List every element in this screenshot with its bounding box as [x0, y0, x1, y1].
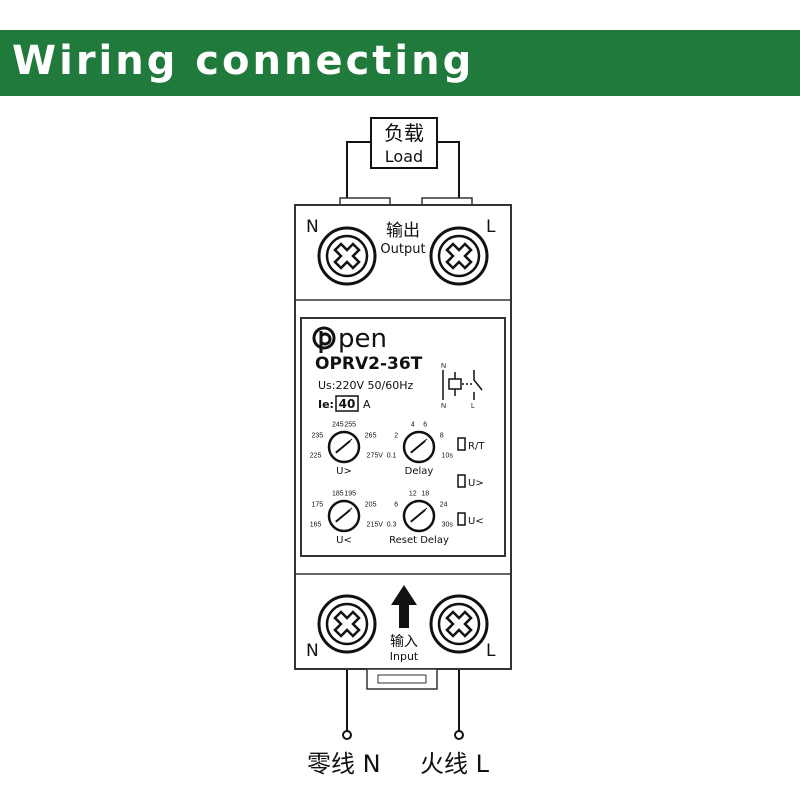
input-right-label: L	[486, 641, 496, 661]
knob-delay-tick: 6	[423, 421, 427, 428]
current-unit: A	[363, 398, 371, 411]
knob-delay-slot	[414, 438, 428, 450]
knob-delay-tick: 10s	[442, 453, 454, 460]
terminal-screw-icon	[429, 226, 489, 286]
output-right-label: L	[486, 217, 496, 237]
led-uo-label: U>	[468, 478, 484, 489]
knob-reset-delay-slot	[414, 507, 428, 519]
knob-reset-delay-label: Reset Delay	[389, 535, 449, 546]
led-uu-label: U<	[468, 516, 484, 527]
knob-delay-tick: 0.1	[387, 453, 397, 460]
arrow-up-icon	[391, 585, 417, 628]
knob-reset-delay-tick: 6	[394, 502, 398, 509]
title-banner: Wiring connecting	[0, 30, 800, 96]
knob-reset-delay-tick: 24	[440, 502, 448, 509]
banner-title: Wiring connecting	[12, 38, 475, 84]
knob-u-under-slot	[339, 507, 353, 519]
knob-u-over-tick: 265	[365, 433, 377, 440]
input-label-cn: 输入	[390, 634, 418, 650]
neutral-wire-end	[342, 730, 352, 740]
terminal-screw-icon	[317, 594, 377, 654]
knob-delay-label: Delay	[405, 466, 434, 477]
knob-u-under-tick: 185	[332, 490, 344, 497]
knob-u-over-tick: 225	[310, 453, 322, 460]
led-rt-label: R/T	[468, 441, 485, 452]
load-label-cn: 负载	[384, 121, 424, 145]
knob-reset-delay-tick: 18	[421, 490, 429, 497]
live-wire-end	[454, 730, 464, 740]
schematic-n-top: N	[441, 363, 446, 370]
knob-delay-tick: 8	[440, 433, 444, 440]
knob-u-over-tick: 255	[344, 421, 356, 428]
schematic-n-bottom: N	[441, 403, 446, 410]
output-label-cn: 输出	[386, 221, 420, 241]
output-left-label: N	[306, 217, 319, 237]
current-value: 40	[339, 397, 356, 411]
knob-u-over-tick: 275V	[367, 453, 384, 460]
knob-u-over-tick: 235	[312, 433, 324, 440]
schematic-l-bottom: L	[471, 403, 475, 410]
terminal-screw-icon	[317, 226, 377, 286]
brand-name: pen	[338, 324, 387, 354]
relay-schematic	[442, 370, 483, 400]
model-number: OPRV2-36T	[315, 354, 423, 374]
supply-rating: Us:220V 50/60Hz	[318, 379, 413, 392]
knob-u-over-slot	[339, 438, 353, 450]
led-uo	[457, 474, 466, 488]
current-value-box	[335, 395, 359, 412]
knob-delay-tick: 2	[394, 433, 398, 440]
live-wire-label: 火线 L	[420, 750, 490, 778]
current-prefix: Ie:	[318, 398, 334, 411]
knob-u-over-tick: 245	[332, 421, 344, 428]
knob-u-under-label: U<	[336, 535, 352, 546]
knob-u-under-tick: 205	[365, 502, 377, 509]
knob-reset-delay-tick: 12	[409, 490, 417, 497]
neutral-wire-label: 零线 N	[307, 750, 381, 778]
knob-u-under-tick: 215V	[367, 522, 384, 529]
led-uu	[457, 512, 466, 526]
knob-delay-tick: 4	[411, 421, 415, 428]
brand-logo-icon	[312, 326, 336, 353]
knob-reset-delay-tick: 0.3	[387, 522, 397, 529]
knob-u-under-tick: 175	[312, 502, 324, 509]
knob-u-over-label: U>	[336, 466, 352, 477]
knob-u-under-tick: 195	[344, 490, 356, 497]
knob-reset-delay-tick: 30s	[442, 522, 454, 529]
led-rt	[457, 437, 466, 451]
output-label-en: Output	[380, 242, 425, 257]
load-box	[370, 117, 438, 169]
input-label-en: Input	[390, 650, 419, 663]
input-left-label: N	[306, 641, 319, 661]
knob-u-under-tick: 165	[310, 522, 322, 529]
terminal-screw-icon	[429, 594, 489, 654]
load-label-en: Load	[385, 147, 423, 166]
